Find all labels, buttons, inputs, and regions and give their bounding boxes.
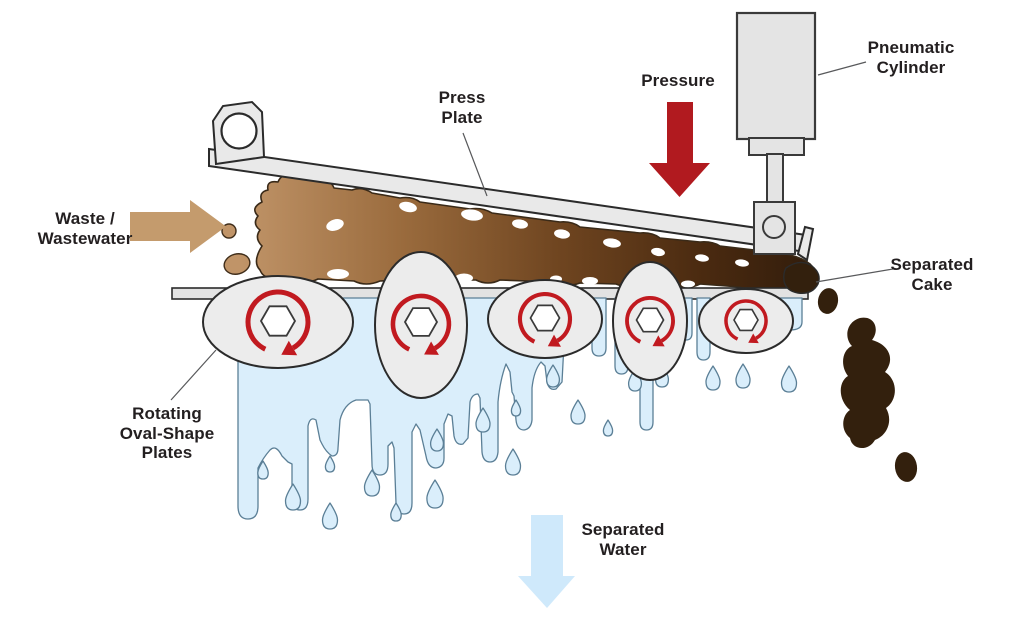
clevis-pin: [762, 215, 786, 239]
cake-blob-small: [221, 223, 237, 239]
clevis-block: [753, 201, 796, 255]
separated-cake-label: Separated Cake: [890, 255, 974, 294]
rotation-arrowhead: [281, 340, 298, 356]
separated-cake-output: [783, 261, 918, 482]
separated-water-arrow: [518, 515, 575, 608]
pneumatic-cylinder: [735, 11, 817, 255]
hex-shaft: [635, 307, 665, 333]
rotation-arrow: [724, 299, 768, 341]
press-plate-label: Press Plate: [438, 88, 486, 127]
rotation-arrow: [390, 293, 452, 352]
waste-flow-arrow: [130, 200, 226, 253]
oval-plate-5: [698, 288, 794, 354]
rotation-arrowhead: [424, 341, 439, 355]
cake-drop-1: [817, 288, 839, 314]
hex-shaft: [403, 307, 439, 337]
rotating-plates-leader: [170, 349, 217, 401]
pressure-label: Pressure: [641, 71, 715, 90]
leader-lines: [170, 61, 894, 401]
rotation-arrow: [517, 291, 573, 344]
oval-plate-3: [487, 279, 603, 359]
oval-plate-1: [202, 275, 354, 369]
pressure-arrow: [649, 102, 710, 197]
rotation-arrow: [245, 289, 311, 352]
cake-drop-2: [840, 317, 895, 449]
cake-nose: [783, 261, 820, 294]
rotation-arrow: [625, 296, 675, 344]
rotation-arrowhead: [652, 335, 665, 347]
water-drops: [257, 363, 798, 530]
pneumatic-leader: [817, 61, 867, 76]
press-plate: [208, 100, 815, 262]
rotation-arrowhead: [748, 333, 759, 344]
separated-water-label: Separated Water: [581, 520, 665, 559]
hex-shaft: [733, 308, 759, 332]
cake-holes: [326, 201, 749, 288]
pneumatic-label: Pneumatic Cylinder: [867, 38, 955, 77]
separated-cake-leader: [815, 268, 894, 283]
rotation-arrowhead: [547, 334, 561, 347]
cylinder-body: [735, 11, 817, 141]
hex-shaft: [259, 305, 297, 337]
oval-plate-2: [374, 251, 468, 399]
cylinder-cap: [748, 137, 805, 156]
hex-shaft: [529, 304, 561, 332]
press-plate-leader: [462, 132, 488, 197]
waste-label: Waste / Wastewater: [37, 209, 133, 248]
piston-rod: [766, 153, 784, 207]
press-plate-flange: [796, 225, 815, 262]
cake-drop-3: [894, 452, 918, 482]
bracket-hole: [220, 112, 258, 150]
oval-plate-4: [612, 261, 688, 381]
sludge-cake: [221, 172, 817, 293]
rotating-plates-label: Rotating Oval-Shape Plates: [119, 404, 215, 463]
cake-blob-left: [223, 253, 251, 275]
rotating-oval-plates: [202, 251, 794, 399]
